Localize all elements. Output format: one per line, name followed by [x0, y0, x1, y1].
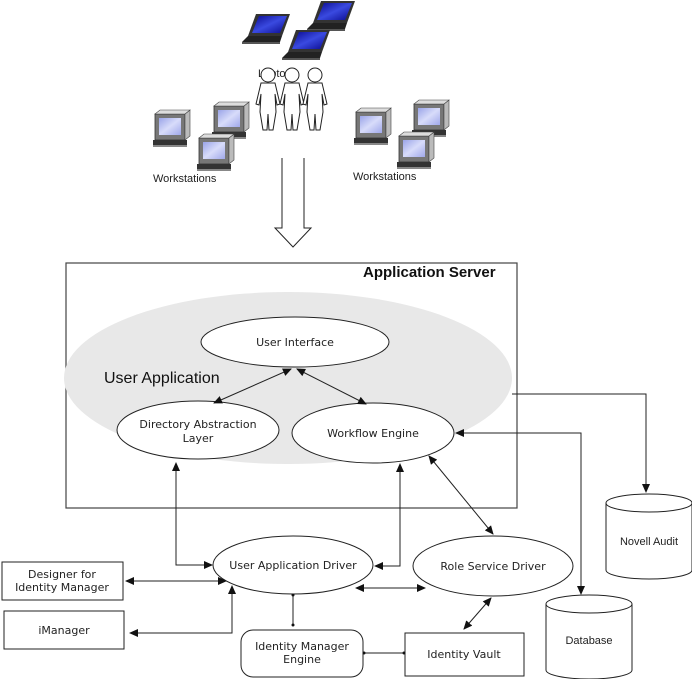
- rsd-vault-connector: [463, 597, 492, 630]
- workflow-engine-label: Workflow Engine: [327, 427, 419, 440]
- users-icon: [255, 67, 328, 131]
- user-application-driver-label: User Application Driver: [229, 559, 357, 572]
- designer-node[interactable]: [1, 561, 124, 601]
- ui-dal-connector: [213, 368, 292, 404]
- workstation-icon: [152, 101, 250, 172]
- appserver-audit-connector: [512, 393, 650, 493]
- workstation-icon: [353, 99, 450, 170]
- novell-audit-node[interactable]: [605, 493, 692, 580]
- database-label: Database: [565, 635, 612, 647]
- workstations-left-label: Workstations: [153, 173, 217, 185]
- imanager-label: iManager: [38, 624, 90, 637]
- identity-vault-node[interactable]: [404, 632, 525, 677]
- imanager-uad-connector: [129, 585, 236, 637]
- imanager-node[interactable]: [3, 610, 125, 650]
- database-node[interactable]: [545, 594, 633, 679]
- dal-label-line1: Directory Abstraction: [139, 418, 256, 431]
- designer-label-line2: Identity Manager: [15, 581, 109, 594]
- we-uad-connector: [374, 463, 404, 570]
- down-arrow-icon: [273, 158, 313, 248]
- laptop-icon: [282, 30, 330, 60]
- role-service-driver-label: Role Service Driver: [440, 560, 546, 573]
- workflow-engine-node[interactable]: [291, 402, 455, 464]
- idm-engine-label-line1: Identity Manager: [255, 640, 349, 653]
- user-application-label: User Application: [104, 370, 220, 387]
- laptop-icon: [242, 14, 290, 44]
- identity-vault-label: Identity Vault: [427, 648, 501, 661]
- idm-engine-label-line2: Engine: [283, 653, 321, 666]
- we-database-connector: [455, 429, 585, 595]
- designer-label-line1: Designer for: [28, 568, 96, 581]
- user-interface-label: User Interface: [256, 336, 334, 349]
- directory-abstraction-layer-node[interactable]: [116, 400, 280, 460]
- novell-audit-label: Novell Audit: [620, 536, 678, 548]
- dal-label-line2: Layer: [183, 432, 214, 445]
- user-interface-node[interactable]: [200, 316, 390, 368]
- application-server-title: Application Server: [363, 264, 496, 281]
- laptop-icon: [307, 1, 355, 31]
- dal-uad-connector: [172, 462, 213, 569]
- ui-we-connector: [296, 368, 367, 405]
- workstations-right-label: Workstations: [353, 171, 417, 183]
